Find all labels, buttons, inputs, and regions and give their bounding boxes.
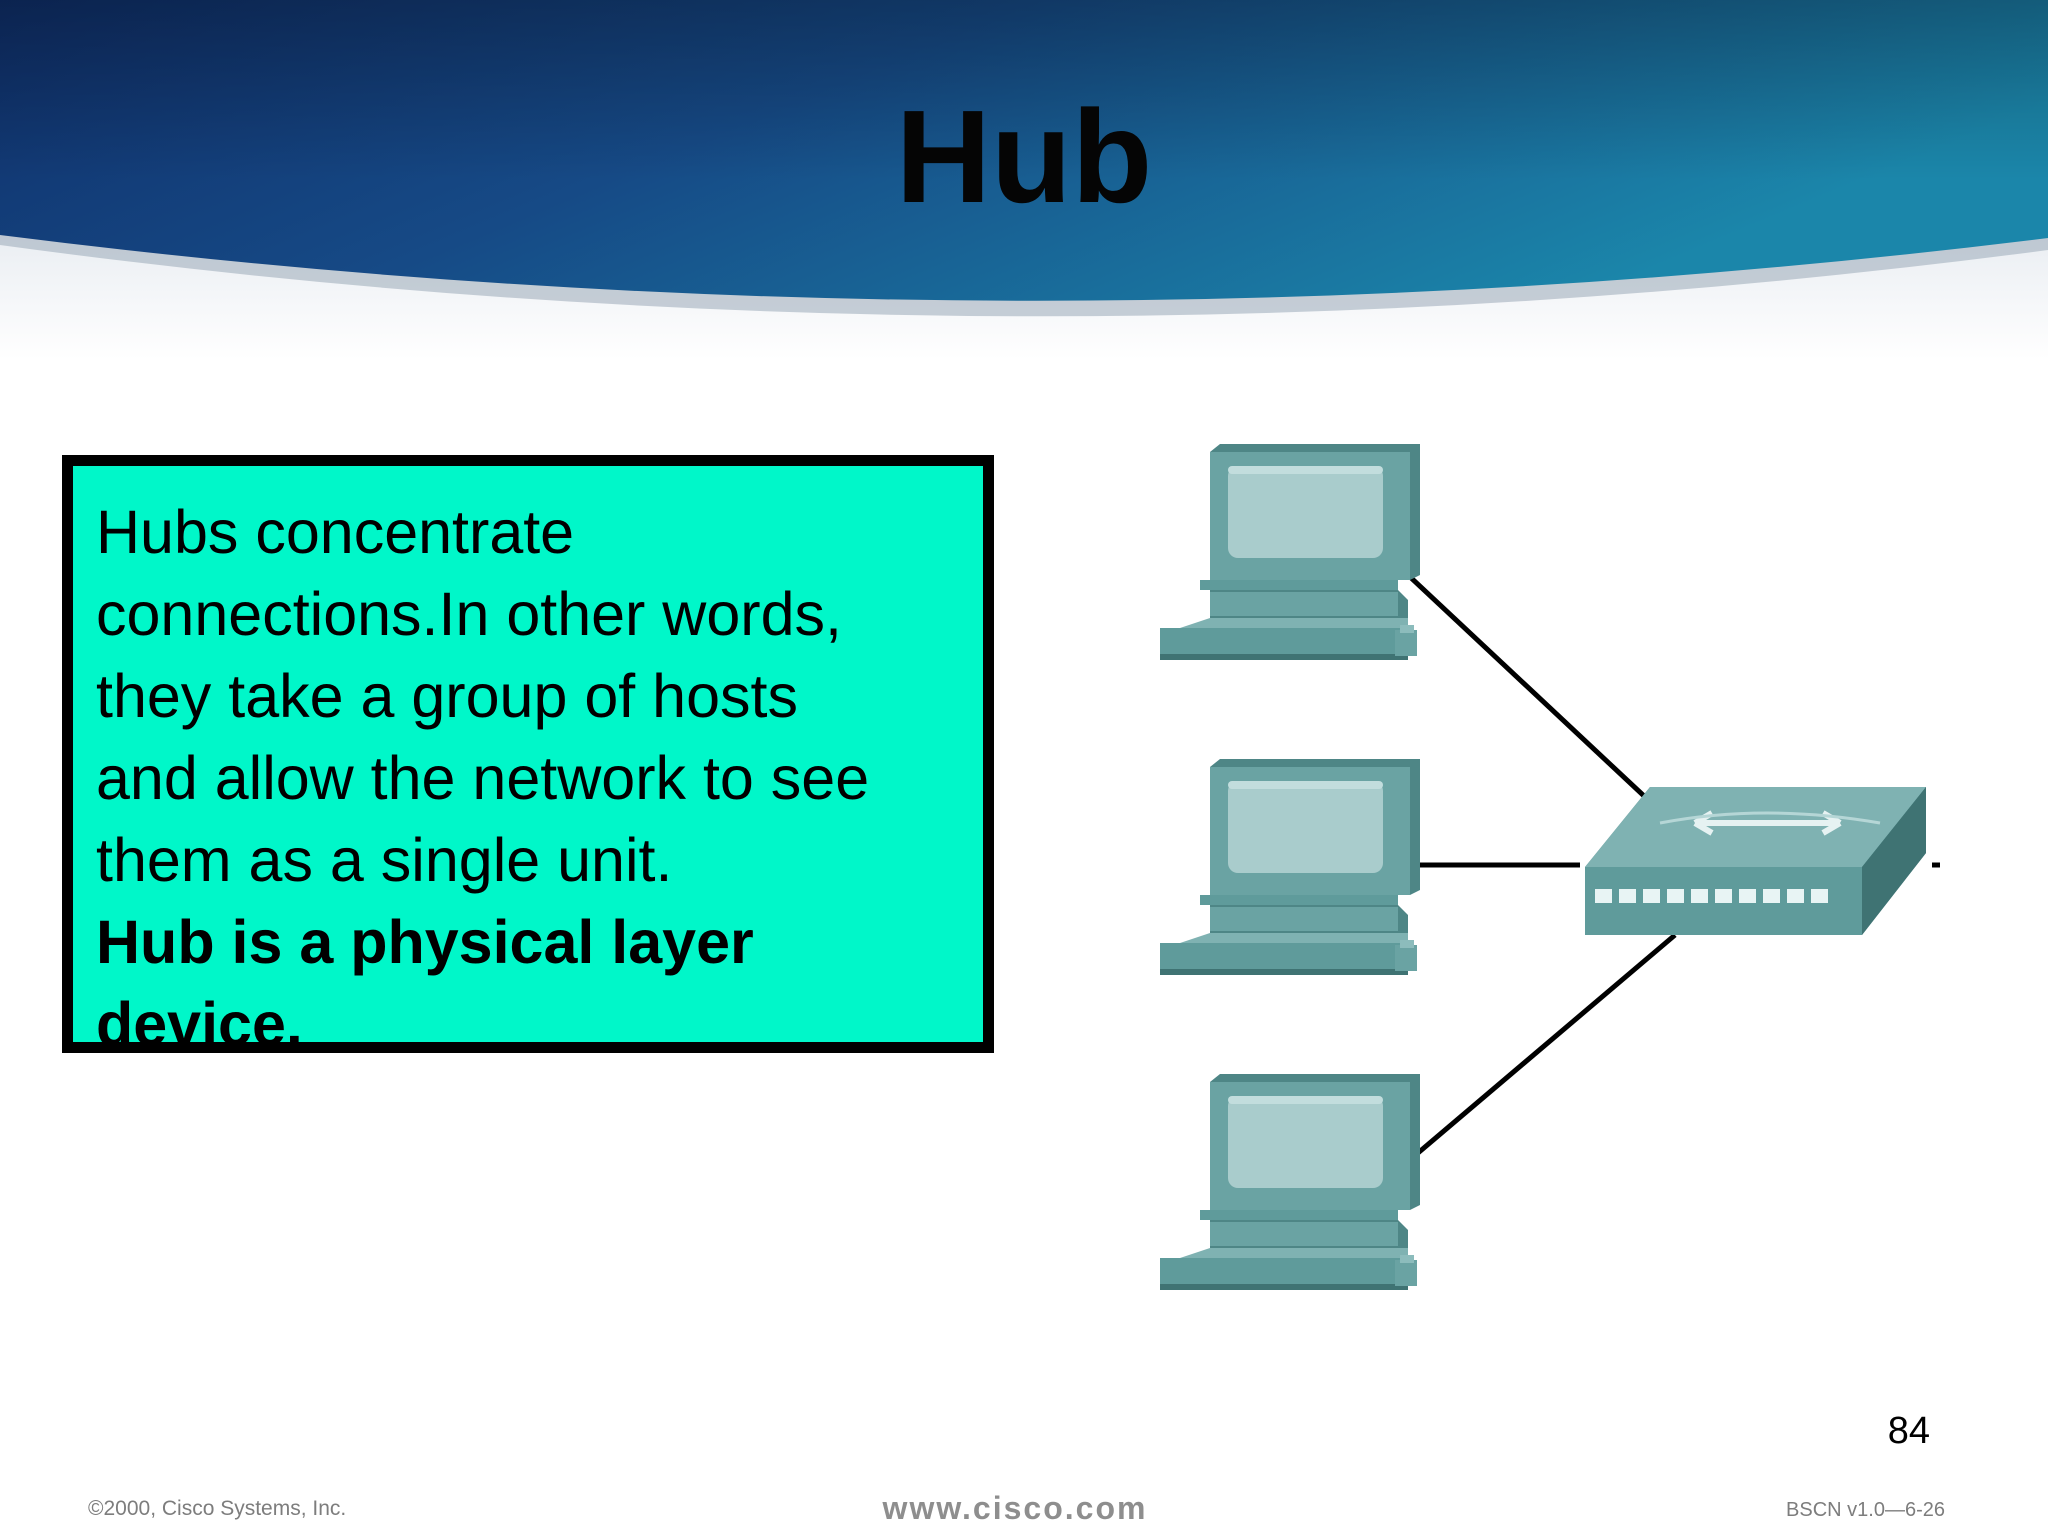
body-line: they take a group of hosts (96, 662, 798, 730)
link-line (1390, 558, 1677, 827)
definition-box: Hubs concentrate connections.In other wo… (62, 455, 994, 1058)
emphasis-line: Hub is a physical layer (96, 908, 754, 976)
body-line: and allow the network to see (96, 744, 870, 812)
slide-title: Hub (895, 83, 1153, 230)
website-url: www.cisco.com (882, 1490, 1148, 1526)
course-code: BSCN v1.0—6-26 (1786, 1499, 1945, 1521)
computer-icon (1160, 759, 1420, 975)
hub-icon (1585, 787, 1926, 935)
computer-icon (1160, 444, 1420, 660)
body-line: them as a single unit. (96, 826, 673, 894)
link-line (1390, 933, 1677, 1177)
copyright-notice: ©2000, Cisco Systems, Inc. (88, 1497, 347, 1520)
body-line: connections.In other words, (96, 580, 842, 648)
title-banner (0, 0, 2048, 360)
page-number: 84 (1887, 1410, 1930, 1452)
computer-icon (1160, 1074, 1420, 1290)
body-line: Hubs concentrate (96, 498, 575, 566)
emphasis-line: device. (96, 990, 303, 1058)
hub-network-diagram (1160, 444, 1940, 1290)
